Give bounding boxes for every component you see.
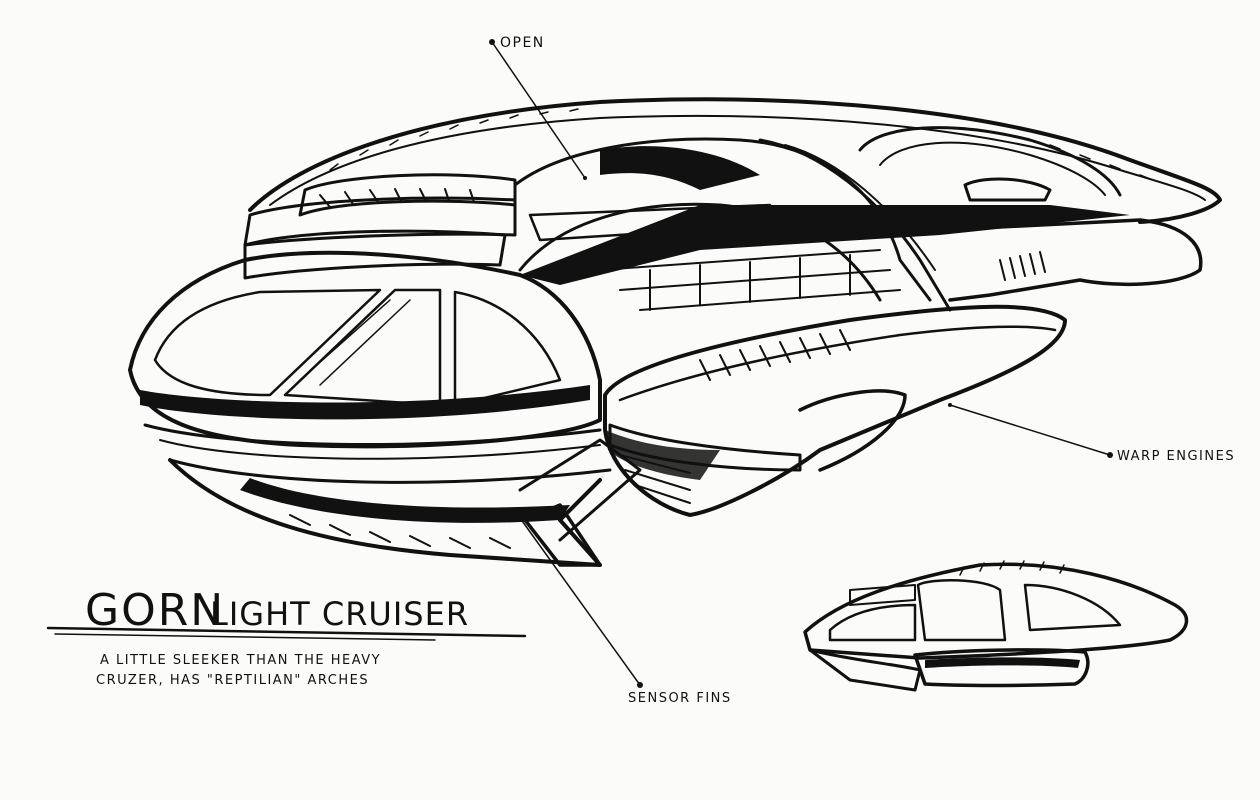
title-underline (46, 626, 527, 638)
title-gorn: GORN (85, 585, 225, 636)
side-view-ship-illustration (803, 560, 1189, 692)
description-line-2: CRUZER, HAS "REPTILIAN" ARCHES (96, 673, 369, 688)
title-underline-secondary (54, 633, 436, 641)
title-light-cruiser: LIGHT CRUISER (210, 595, 469, 633)
description-line-1: A LITTLE SLEEKER THAN THE HEAVY (100, 653, 381, 668)
callout-warp-engines: WARP ENGINES (1117, 449, 1235, 464)
title-block: GORN LIGHT CRUISER A LITTLE SLEEKER THAN… (46, 585, 527, 688)
callout-open: OPEN (500, 35, 545, 51)
callout-sensor-fins: SENSOR FINS (628, 691, 732, 706)
callout-leaders (489, 39, 1113, 688)
main-ship-illustration (128, 97, 1222, 567)
